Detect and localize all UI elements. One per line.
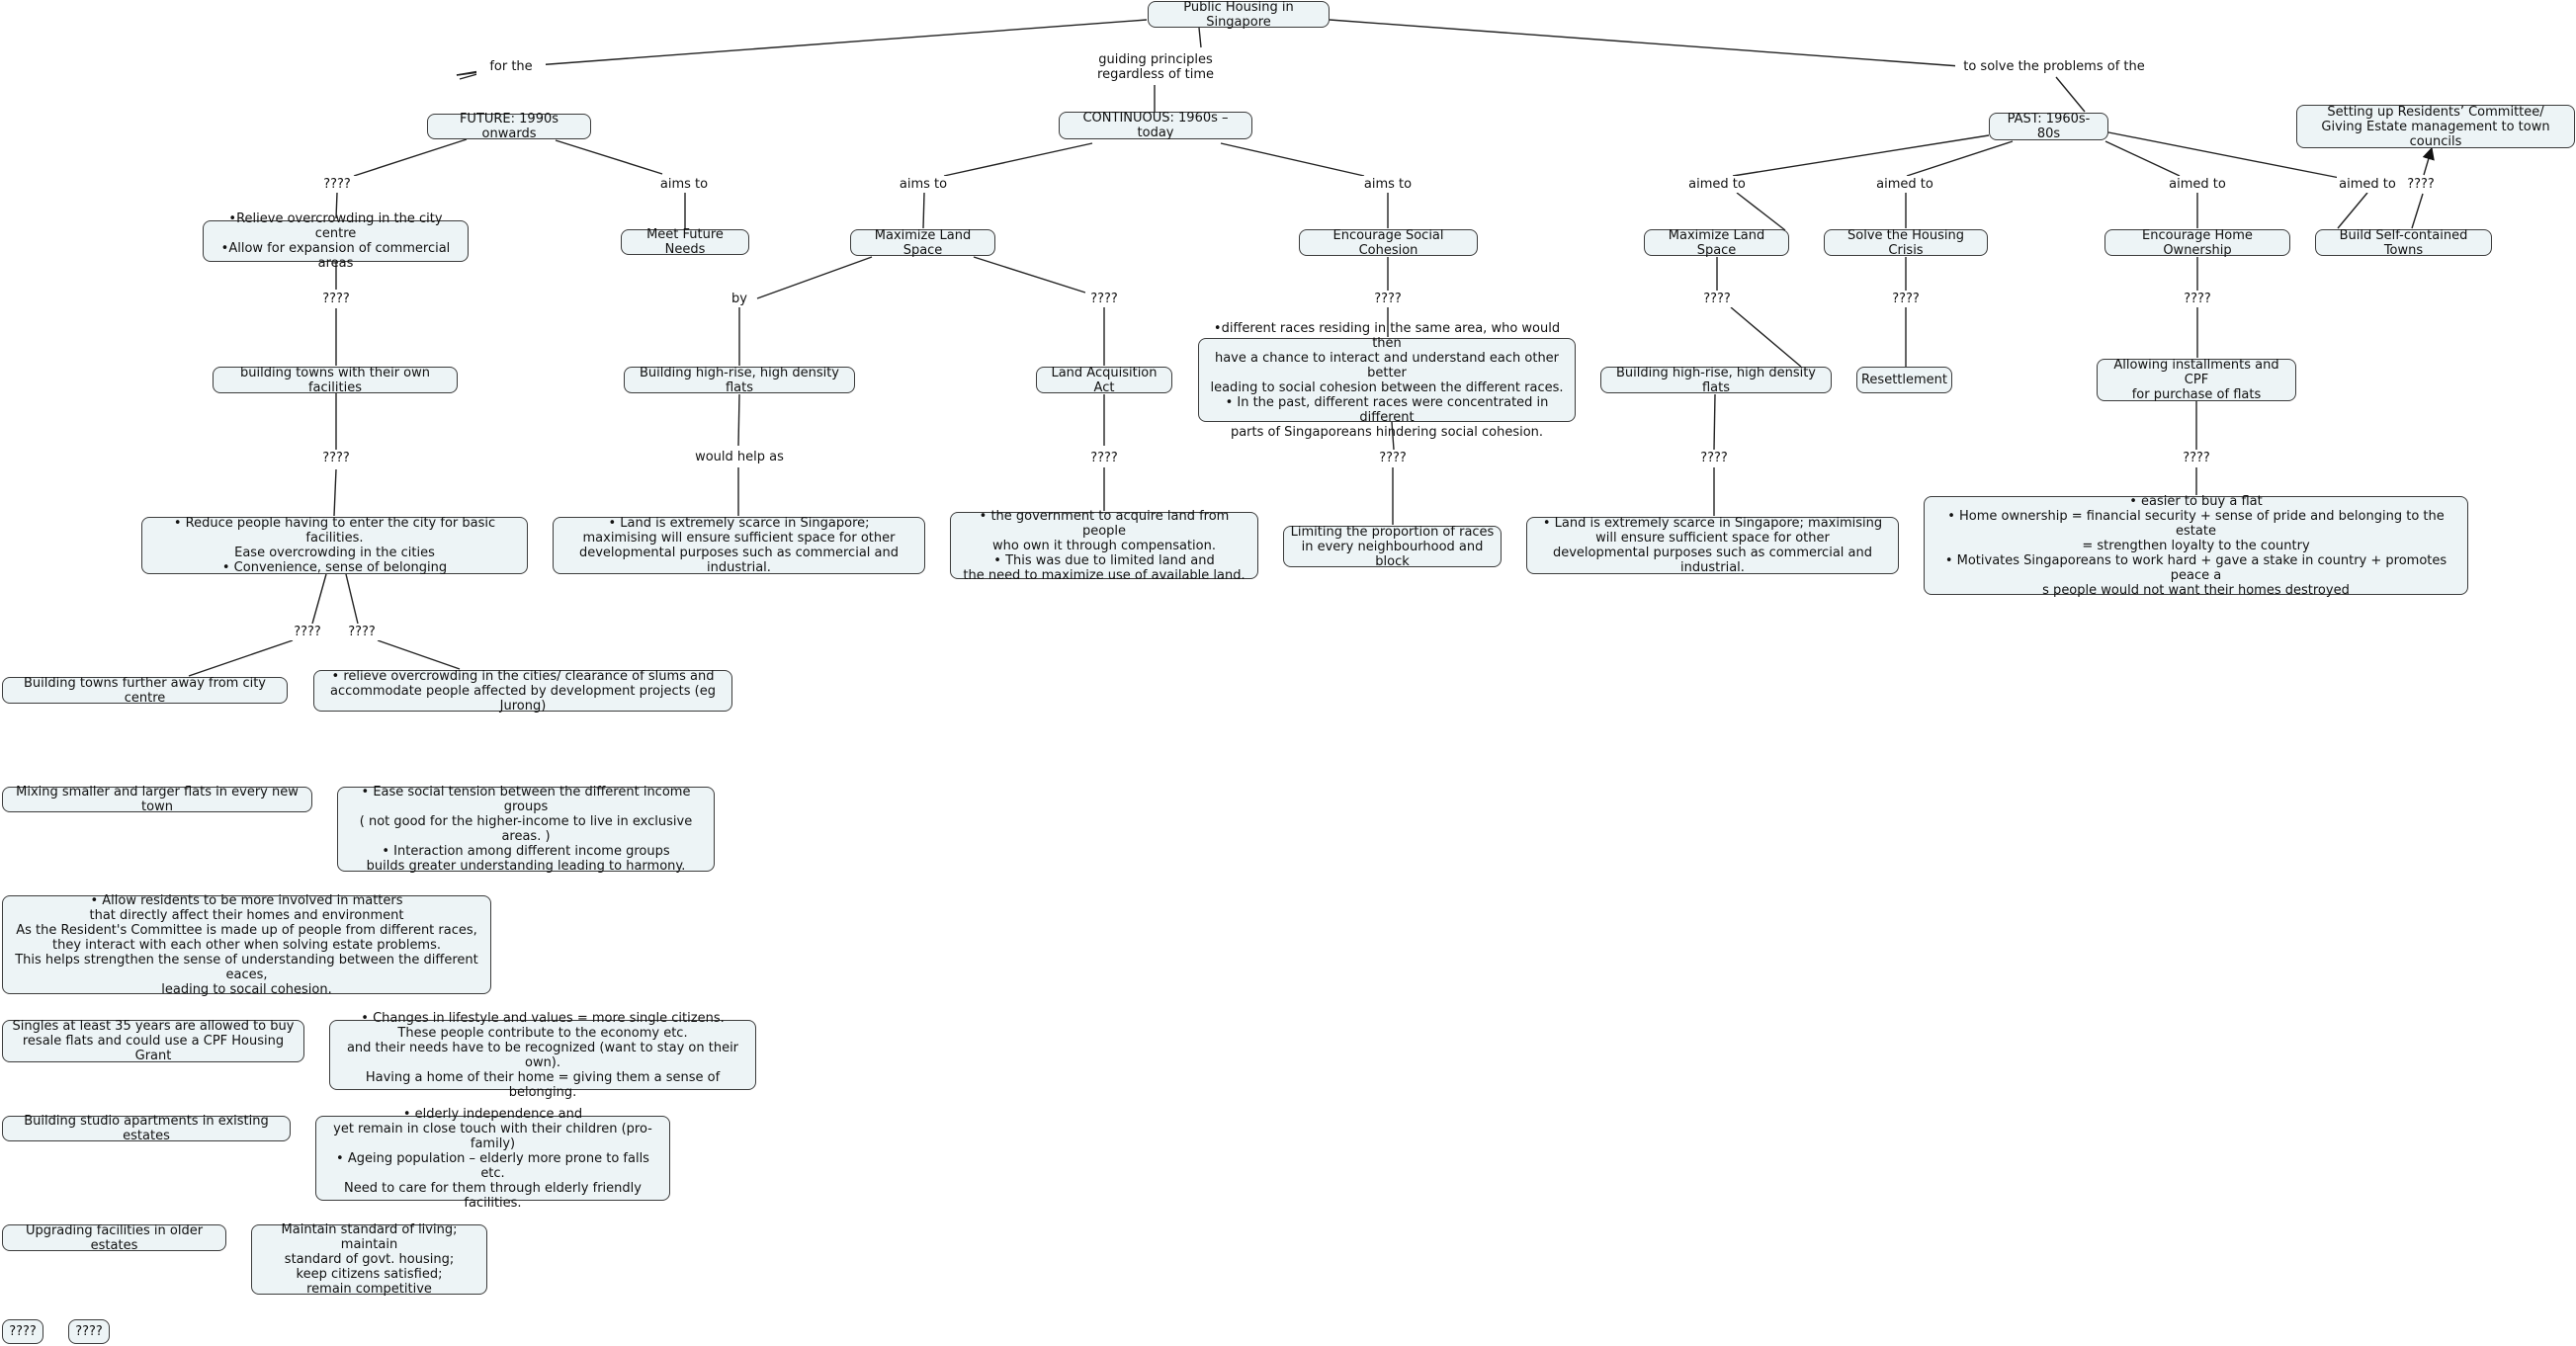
node-past-maximize-land-space[interactable]: Maximize Land Space bbox=[1644, 228, 1789, 258]
label-facilities-unknown: ???? bbox=[317, 450, 355, 466]
node-elderly-independence[interactable]: • elderly independence and yet remain in… bbox=[315, 1107, 670, 1211]
node-cont-maximize-land-space[interactable]: Maximize Land Space bbox=[850, 228, 995, 258]
node-limiting-proportion[interactable]: Limiting the proportion of races in ever… bbox=[1283, 525, 1502, 569]
node-changes-lifestyle[interactable]: • Changes in lifestyle and values = more… bbox=[329, 1011, 756, 1100]
label-cont-aims-to-1: aims to bbox=[896, 176, 951, 193]
node-reduce-people[interactable]: • Reduce people having to enter the city… bbox=[141, 516, 528, 575]
label-past-aimed-to-2: aimed to bbox=[1874, 176, 1935, 193]
node-resettlement[interactable]: Resettlement bbox=[1856, 367, 1952, 393]
node-residents-involved[interactable]: • Allow residents to be more involved in… bbox=[2, 893, 491, 997]
label-reduce-unknown-2: ???? bbox=[343, 624, 381, 640]
label-for-the: for the bbox=[476, 58, 546, 75]
node-cont-high-rise-flats[interactable]: Building high-rise, high density flats bbox=[624, 366, 855, 395]
node-installments-cpf[interactable]: Allowing installments and CPF for purcha… bbox=[2097, 358, 2296, 402]
label-reduce-unknown-1: ???? bbox=[289, 624, 326, 640]
node-building-towns-facilities[interactable]: building towns with their own facilities bbox=[213, 366, 458, 395]
node-residents-committee[interactable]: Setting up Residents’ Committee/ Giving … bbox=[2296, 105, 2575, 149]
node-towns-further-away[interactable]: Building towns further away from city ce… bbox=[2, 676, 288, 706]
label-cpf-unknown: ???? bbox=[2178, 450, 2215, 466]
node-maintain-standard[interactable]: Maintain standard of living; maintain st… bbox=[251, 1222, 487, 1297]
label-crisis-unknown: ???? bbox=[1887, 291, 1925, 307]
node-past[interactable]: PAST: 1960s-80s bbox=[1989, 112, 2108, 141]
node-ease-social-tension[interactable]: • Ease social tension between the differ… bbox=[337, 785, 715, 874]
label-land-unknown: ???? bbox=[1085, 291, 1123, 307]
label-past-aimed-to-1: aimed to bbox=[1686, 176, 1748, 193]
node-continuous[interactable]: CONTINUOUS: 1960s – today bbox=[1059, 111, 1252, 140]
label-past-aimed-to-4: aimed to bbox=[2337, 176, 2398, 193]
label-relieve-unknown: ???? bbox=[317, 291, 355, 307]
node-encourage-social-cohesion[interactable]: Encourage Social Cohesion bbox=[1299, 228, 1478, 258]
node-easier-to-buy-flat[interactable]: • easier to buy a flat • Home ownership … bbox=[1924, 494, 2468, 598]
node-upgrading-facilities[interactable]: Upgrading facilities in older estates bbox=[2, 1223, 226, 1253]
node-encourage-home-ownership[interactable]: Encourage Home Ownership bbox=[2104, 228, 2290, 258]
node-future[interactable]: FUTURE: 1990s onwards bbox=[427, 112, 591, 141]
node-solve-housing-crisis[interactable]: Solve the Housing Crisis bbox=[1824, 228, 1988, 258]
label-act-unknown: ???? bbox=[1085, 450, 1123, 466]
node-cont-land-scarce[interactable]: • Land is extremely scarce in Singapore;… bbox=[553, 516, 925, 575]
label-to-solve: to solve the problems of the bbox=[1955, 58, 2153, 75]
label-cont-aims-to-2: aims to bbox=[1360, 176, 1416, 193]
node-unknown-2[interactable]: ???? bbox=[68, 1319, 110, 1344]
label-past-aimed-to-3: aimed to bbox=[2167, 176, 2228, 193]
label-races-unknown: ???? bbox=[1374, 450, 1412, 466]
label-ownership-unknown: ???? bbox=[2179, 291, 2216, 307]
node-relieve-overcrowding[interactable]: •Relieve overcrowding in the city centre… bbox=[203, 211, 469, 271]
node-meet-future-needs[interactable]: Meet Future Needs bbox=[621, 227, 749, 257]
node-govt-acquire-land[interactable]: • the government to acquire land from pe… bbox=[950, 509, 1258, 583]
node-public-housing-in-singapore[interactable]: Public Housing in Singapore bbox=[1148, 0, 1330, 30]
label-residents-unknown: ???? bbox=[2402, 176, 2440, 193]
label-would-help-as: would help as bbox=[690, 449, 789, 465]
label-future-aims-to: aims to bbox=[656, 176, 712, 193]
label-past-land-unknown: ???? bbox=[1698, 291, 1736, 307]
node-relieve-slums[interactable]: • relieve overcrowding in the cities/ cl… bbox=[313, 669, 732, 714]
node-land-acquisition-act[interactable]: Land Acquisition Act bbox=[1036, 366, 1172, 395]
node-past-high-rise-flats[interactable]: Building high-rise, high density flats bbox=[1600, 366, 1832, 395]
label-future-unknown: ???? bbox=[318, 176, 356, 193]
node-singles[interactable]: Singles at least 35 years are allowed to… bbox=[2, 1019, 304, 1063]
label-guiding-principles: guiding principles regardless of time bbox=[1087, 50, 1224, 84]
node-mixing-flats[interactable]: Mixing smaller and larger flats in every… bbox=[2, 785, 312, 814]
label-past-high-rise-unknown: ???? bbox=[1695, 450, 1733, 466]
node-build-self-contained-towns[interactable]: Build Self-contained Towns bbox=[2315, 228, 2492, 258]
node-past-land-scarce[interactable]: • Land is extremely scarce in Singapore;… bbox=[1526, 516, 1899, 575]
label-by: by bbox=[725, 291, 754, 307]
node-different-races[interactable]: •different races residing in the same ar… bbox=[1198, 321, 1576, 440]
node-studio-apartments[interactable]: Building studio apartments in existing e… bbox=[2, 1114, 291, 1143]
label-cohesion-unknown: ???? bbox=[1369, 291, 1407, 307]
node-unknown-1[interactable]: ???? bbox=[2, 1319, 43, 1344]
